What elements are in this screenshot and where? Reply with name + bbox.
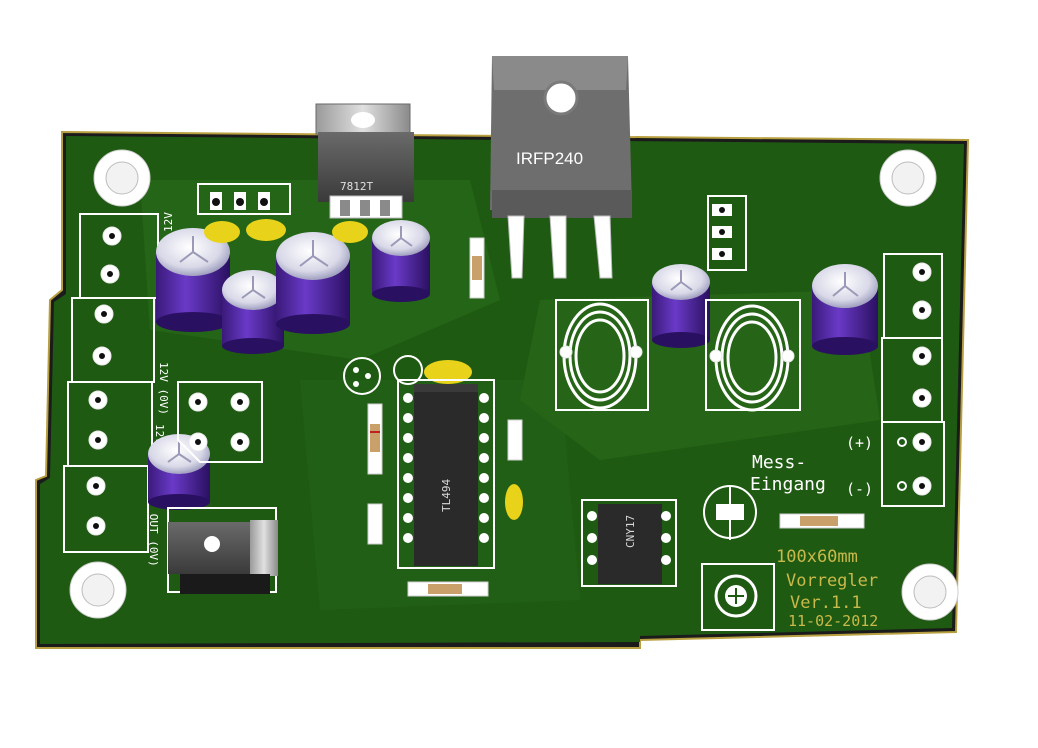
transistor-footprints <box>343 355 423 395</box>
capacitor-c2 <box>222 270 284 354</box>
inductor-l2 <box>705 299 801 412</box>
capacitor-c7 <box>148 434 210 510</box>
ic-tl494-label: TL494 <box>440 479 453 512</box>
regulator-label: 7812T <box>340 180 373 193</box>
resistors <box>367 237 865 597</box>
mosfet-irfp240: IRFP240 <box>490 56 632 279</box>
capacitor-c1 <box>156 228 230 332</box>
mounting-hole-tl <box>93 149 151 207</box>
mounting-hole-bl <box>69 561 127 619</box>
mounting-hole-tr <box>879 149 937 207</box>
ic-tl494: TL494 <box>397 379 495 569</box>
version-label: Ver.1.1 <box>790 593 862 613</box>
inductor-l1 <box>555 299 649 411</box>
date-label: 11-02-2012 <box>788 612 878 630</box>
optocoupler-cny17: CNY17 <box>581 499 677 587</box>
eingang-label: Eingang <box>750 474 826 495</box>
ceramic-capacitors <box>204 219 523 520</box>
voltage-regulator-7812t: 7812T <box>315 103 414 219</box>
trim-potentiometer <box>701 563 775 631</box>
conn-label-12v: 12V <box>162 212 175 232</box>
right-terminal-blocks <box>881 253 945 507</box>
board-size-label: 100x60mm <box>776 547 858 567</box>
mess-eingang-symbol <box>703 485 757 540</box>
capacitor-c3 <box>276 232 350 334</box>
pad-pair-left <box>177 381 263 463</box>
left-terminal-blocks <box>63 213 159 553</box>
conn-label-12v-0v-a: 12V (0V) <box>157 362 170 415</box>
capacitor-c5 <box>652 264 710 348</box>
board-name-label: Vorregler <box>786 571 878 591</box>
pin-header-right <box>707 195 747 271</box>
plus-label: (+) <box>846 434 873 452</box>
capacitor-c4 <box>372 220 430 302</box>
optocoupler-label: CNY17 <box>624 515 637 548</box>
mounting-hole-br <box>901 563 959 621</box>
pin-header-top-left <box>197 183 291 215</box>
minus-label: (-) <box>846 480 873 498</box>
mess-label: Mess- <box>752 452 806 473</box>
regulator-bottom-left <box>167 507 278 594</box>
mosfet-label: IRFP240 <box>516 149 583 168</box>
capacitor-c6 <box>812 264 878 355</box>
